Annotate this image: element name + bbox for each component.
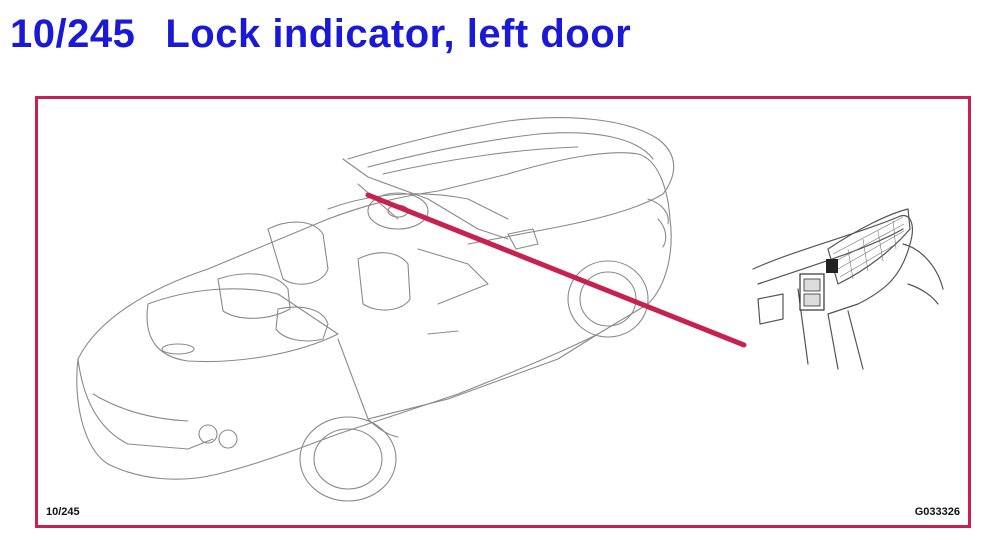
lock-indicator-buttons — [799, 259, 838, 311]
speaker-grille — [827, 208, 911, 285]
callout-line — [365, 192, 747, 348]
figure-ref-right: G033326 — [914, 506, 960, 518]
page-title: 10/245 Lock indicator, left door — [10, 8, 631, 60]
title-number: 10/245 — [10, 12, 136, 56]
convertible-car-drawing — [76, 117, 675, 502]
door-detail-inset — [752, 208, 944, 370]
title-text: Lock indicator, left door — [165, 12, 632, 56]
figure-frame: 10/245 G033326 — [35, 96, 971, 528]
car-illustration — [76, 117, 944, 502]
figure-ref-left: 10/245 — [46, 506, 80, 518]
